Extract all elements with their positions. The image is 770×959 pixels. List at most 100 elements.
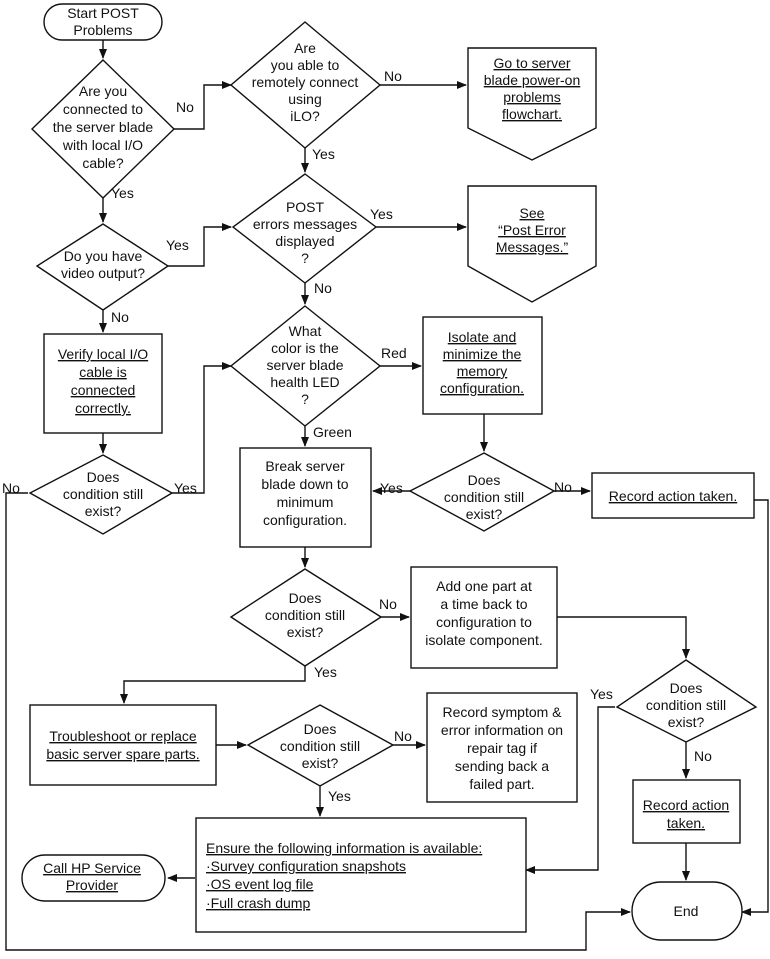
process-verify-cable-label-line: Verify local I/O bbox=[58, 346, 148, 362]
process-add-part-label-line: a time back to bbox=[440, 596, 527, 612]
decision-condition-right-label-line: condition still bbox=[646, 697, 726, 713]
edge-label: No bbox=[314, 280, 332, 296]
decision-condition-bottom-label-line: exist? bbox=[302, 755, 339, 771]
link-post-error-messages-label-line[interactable]: See bbox=[520, 205, 545, 221]
start-terminal-label-line: Problems bbox=[73, 22, 132, 38]
edge-label: Yes bbox=[380, 480, 403, 496]
decision-video-output-label-line: video output? bbox=[61, 265, 145, 281]
process-isolate-memory-label-line: minimize the bbox=[443, 346, 522, 362]
decision-connected-local-io-label-line: Are you bbox=[79, 83, 127, 99]
edge-labels: No Yes No Yes Yes No Yes No Red Green No… bbox=[2, 68, 712, 804]
edge-label: Yes bbox=[111, 185, 134, 201]
decision-health-led-label-line: What bbox=[289, 323, 322, 339]
edge-label: Green bbox=[313, 424, 352, 440]
decision-condition-bottom-label-line: Does bbox=[304, 721, 337, 737]
process-record-symptom-label-line: repair tag if bbox=[467, 740, 537, 756]
process-break-down-label-line: blade down to bbox=[261, 476, 348, 492]
decision-remote-ilo-label-line: Are bbox=[294, 40, 316, 56]
end-terminal: End bbox=[631, 881, 743, 941]
decision-video-output-label-line: Do you have bbox=[64, 248, 143, 264]
process-isolate-memory-label-line: configuration. bbox=[440, 380, 524, 396]
decision-condition-left-label-line: condition still bbox=[63, 486, 143, 502]
edge-label: Yes bbox=[166, 237, 189, 253]
ensure-info-item: ·Full crash dump bbox=[206, 895, 310, 911]
decision-condition-left-label-line: Does bbox=[87, 469, 120, 485]
decision-health-led-label-line: health LED bbox=[270, 374, 339, 390]
process-record-action-2-label-line: taken. bbox=[667, 815, 705, 831]
decision-remote-ilo-label-line: using bbox=[288, 91, 321, 107]
call-hp-service-provider-label-line: Provider bbox=[66, 877, 118, 893]
process-record-action-1-label-line: Record action taken. bbox=[609, 488, 737, 504]
decision-post-errors-label-line: ? bbox=[301, 250, 309, 266]
edge-label: Red bbox=[381, 345, 407, 361]
process-break-down-label-line: Break server bbox=[265, 458, 345, 474]
decision-post-errors-label-line: POST bbox=[286, 199, 325, 215]
edge-label: No bbox=[554, 479, 572, 495]
decision-remote-ilo-label-line: you able to bbox=[271, 57, 340, 73]
process-record-action-1-label: Record action taken. bbox=[609, 488, 737, 504]
process-break-down-label-line: configuration. bbox=[263, 512, 347, 528]
decision-connected-local-io-label-line: cable? bbox=[82, 155, 123, 171]
link-post-error-messages-label-line[interactable]: “Post Error bbox=[498, 222, 566, 238]
edge-label: No bbox=[394, 728, 412, 744]
call-hp-service-provider-label-line: Call HP Service bbox=[43, 860, 141, 876]
process-verify-cable-label-line: cable is bbox=[79, 364, 126, 380]
decision-connected-local-io-label-line: the server blade bbox=[53, 119, 154, 135]
ensure-info-item: ·OS event log file bbox=[206, 876, 314, 892]
link-poweron-flowchart-label-line[interactable]: problems bbox=[503, 89, 561, 105]
edge-label: Yes bbox=[174, 480, 197, 496]
decision-remote-ilo-label-line: remotely connect bbox=[252, 74, 359, 90]
edge-label: Yes bbox=[590, 686, 613, 702]
link-poweron-flowchart-label-line[interactable]: flowchart. bbox=[502, 106, 562, 122]
process-add-part-label-line: Add one part at bbox=[436, 578, 532, 594]
decision-connected-local-io-label-line: with local I/O bbox=[62, 137, 143, 153]
decision-remote-ilo-label-line: iLO? bbox=[290, 108, 320, 124]
ensure-info-item: ·Survey configuration snapshots bbox=[206, 858, 406, 874]
process-record-symptom-label-line: sending back a bbox=[455, 758, 549, 774]
decision-condition-bottom-label-line: condition still bbox=[280, 738, 360, 754]
ensure-info-title: Ensure the following information is avai… bbox=[206, 840, 482, 856]
decision-condition-mid-label-line: Does bbox=[468, 472, 501, 488]
link-post-error-messages-label-line[interactable]: Messages.” bbox=[496, 239, 569, 255]
edge-label: Yes bbox=[370, 206, 393, 222]
end-terminal-label-line: End bbox=[674, 903, 699, 919]
edge-label: No bbox=[384, 68, 402, 84]
process-ensure-info: Ensure the following information is avai… bbox=[195, 817, 527, 933]
decision-condition-right-label-line: exist? bbox=[668, 714, 705, 730]
decision-condition-center-label-line: Does bbox=[289, 590, 322, 606]
connector-lines bbox=[5, 40, 769, 951]
process-record-symptom-label-line: Record symptom & bbox=[442, 704, 562, 720]
process-troubleshoot-label-line: basic server spare parts. bbox=[46, 746, 199, 762]
link-poweron-flowchart-label-line[interactable]: Go to server bbox=[493, 55, 570, 71]
process-record-action-1: Record action taken. bbox=[591, 472, 755, 519]
link-poweron-flowchart-label-line[interactable]: blade power-on bbox=[484, 72, 581, 88]
decision-health-led-label-line: color is the bbox=[271, 340, 339, 356]
decision-condition-right-label-line: Does bbox=[670, 680, 703, 696]
